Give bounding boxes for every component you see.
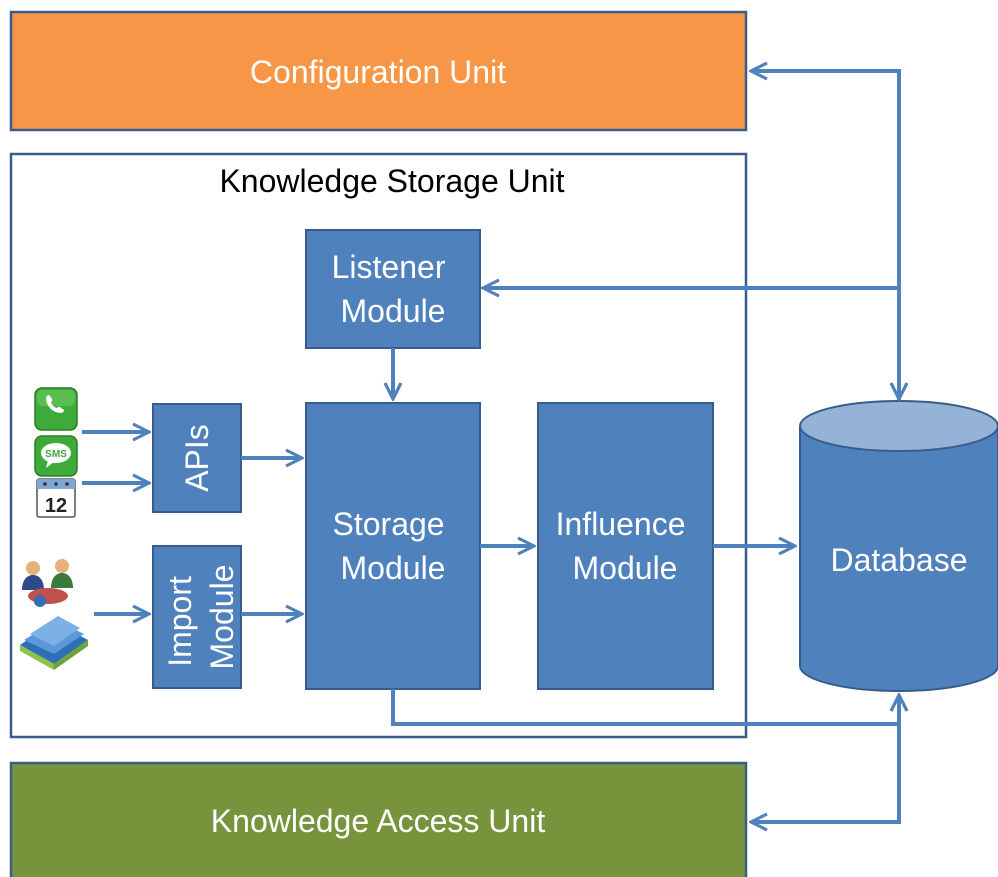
- apis-module: APIs: [152, 403, 242, 513]
- listener-module-label-line1: Listener: [332, 249, 446, 285]
- phone-icon: [34, 387, 78, 431]
- sms-icon-text: SMS: [45, 449, 67, 460]
- influence-module-label-line1: Influence: [556, 506, 686, 542]
- configuration-unit-label: Configuration Unit: [250, 54, 506, 90]
- svg-text:Listener Module: Listener Module: [332, 249, 455, 329]
- svg-text:Influence Module: Influence Module: [556, 506, 695, 586]
- knowledge-storage-unit-label: Knowledge Storage Unit: [219, 163, 564, 199]
- calendar-icon: 12: [36, 478, 76, 518]
- books-icon: [20, 616, 88, 670]
- database-label: Database: [831, 542, 968, 578]
- people-icon: [22, 559, 73, 607]
- svg-text:Storage Module: Storage Module: [333, 506, 454, 586]
- knowledge-access-unit: Knowledge Access Unit: [9, 761, 748, 877]
- apis-module-label: APIs: [179, 424, 215, 492]
- import-module-label-line2: Module: [204, 565, 240, 670]
- listener-module-label-line2: Module: [341, 293, 446, 329]
- configuration-unit: Configuration Unit: [9, 10, 748, 132]
- knowledge-access-unit-label: Knowledge Access Unit: [211, 803, 546, 839]
- storage-module-label-line1: Storage: [333, 506, 445, 542]
- listener-module: Listener Module: [305, 229, 481, 349]
- import-module: Import Module: [152, 545, 242, 689]
- svg-text:Import Module: Import Module: [162, 565, 240, 670]
- storage-module-label-line2: Module: [341, 550, 446, 586]
- connectors: [82, 71, 899, 822]
- arrow-db-to-access: [752, 724, 901, 822]
- calendar-icon-day: 12: [45, 495, 67, 517]
- database: Database: [799, 400, 998, 692]
- arrow-storage-to-database: [391, 689, 899, 726]
- influence-module-label-line2: Module: [573, 550, 678, 586]
- import-module-label-line1: Import: [162, 576, 198, 667]
- sms-icon: SMS: [34, 435, 78, 477]
- storage-module: Storage Module: [305, 402, 481, 690]
- arrow-db-to-configuration: [752, 71, 901, 400]
- influence-module: Influence Module: [537, 402, 714, 690]
